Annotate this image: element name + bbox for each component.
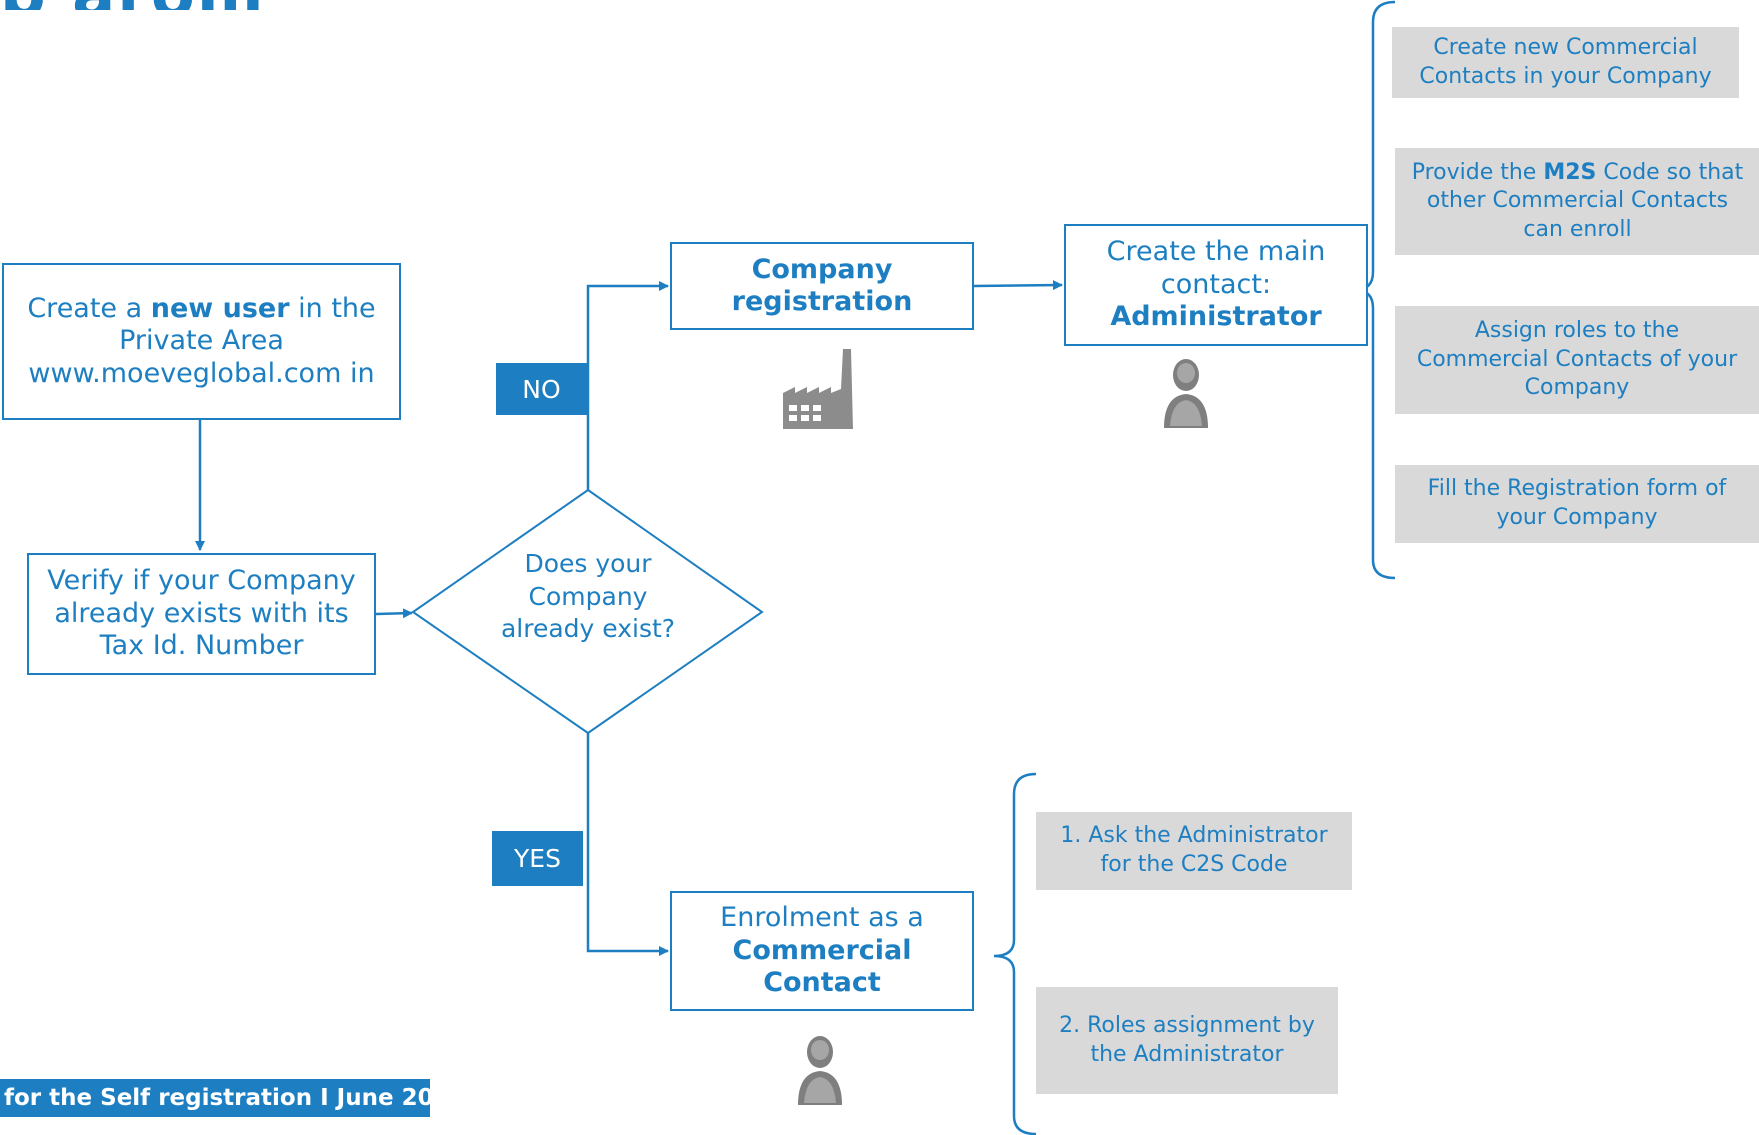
yes-label: YES — [492, 831, 583, 886]
contact-task-roles-assignment: 2. Roles assignment by the Administrator — [1036, 987, 1338, 1094]
create-user-box: Create a new user in the Private Area ww… — [2, 263, 401, 420]
contact-task-ask-code: 1. Ask the Administrator for the C2S Cod… — [1036, 812, 1352, 890]
administrator-box: Create the main contact: Administrator — [1064, 224, 1368, 346]
page-title-fragment: p arom — [0, 0, 266, 10]
admin-task-create-contacts: Create new Commercial Contacts in your C… — [1392, 27, 1739, 98]
contact-tasks-brace — [993, 772, 1037, 1135]
verify-company-text: Verify if your Company already exists wi… — [47, 565, 356, 662]
enrolment-bold: Commercial Contact — [732, 934, 912, 999]
company-registration-text: Company registration — [731, 253, 913, 317]
administrator-pre: Create the main contact: — [1106, 236, 1326, 300]
admin-task-provide-code: Provide the M2S Code so that other Comme… — [1395, 148, 1759, 255]
decision-diamond — [411, 488, 764, 735]
arrow-verify-to-decision — [375, 608, 413, 619]
enrolment-box: Enrolment as a Commercial Contact — [670, 891, 974, 1011]
administrator-person-icon — [1164, 359, 1208, 428]
footer-label: for the Self registration I June 2025 — [0, 1079, 466, 1117]
company-registration-box: Company registration — [670, 242, 974, 330]
contact-person-icon — [798, 1036, 842, 1105]
arrow-company-to-admin — [973, 280, 1063, 291]
arrow-no-to-company — [586, 281, 669, 490]
no-label: NO — [496, 363, 587, 415]
decision-text: Does your Company already exist? — [500, 549, 676, 643]
administrator-bold: Administrator — [1110, 301, 1322, 333]
verify-company-box: Verify if your Company already exists wi… — [27, 553, 376, 675]
admin-task-assign-roles: Assign roles to the Commercial Contacts … — [1395, 306, 1759, 414]
arrow-yes-to-enrol — [586, 733, 669, 956]
enrolment-pre: Enrolment as a — [720, 902, 924, 934]
admin-task-fill-form: Fill the Registration form of your Compa… — [1395, 465, 1759, 543]
factory-icon — [783, 349, 853, 429]
create-user-text: Create a new user in the Private Area ww… — [27, 292, 376, 389]
